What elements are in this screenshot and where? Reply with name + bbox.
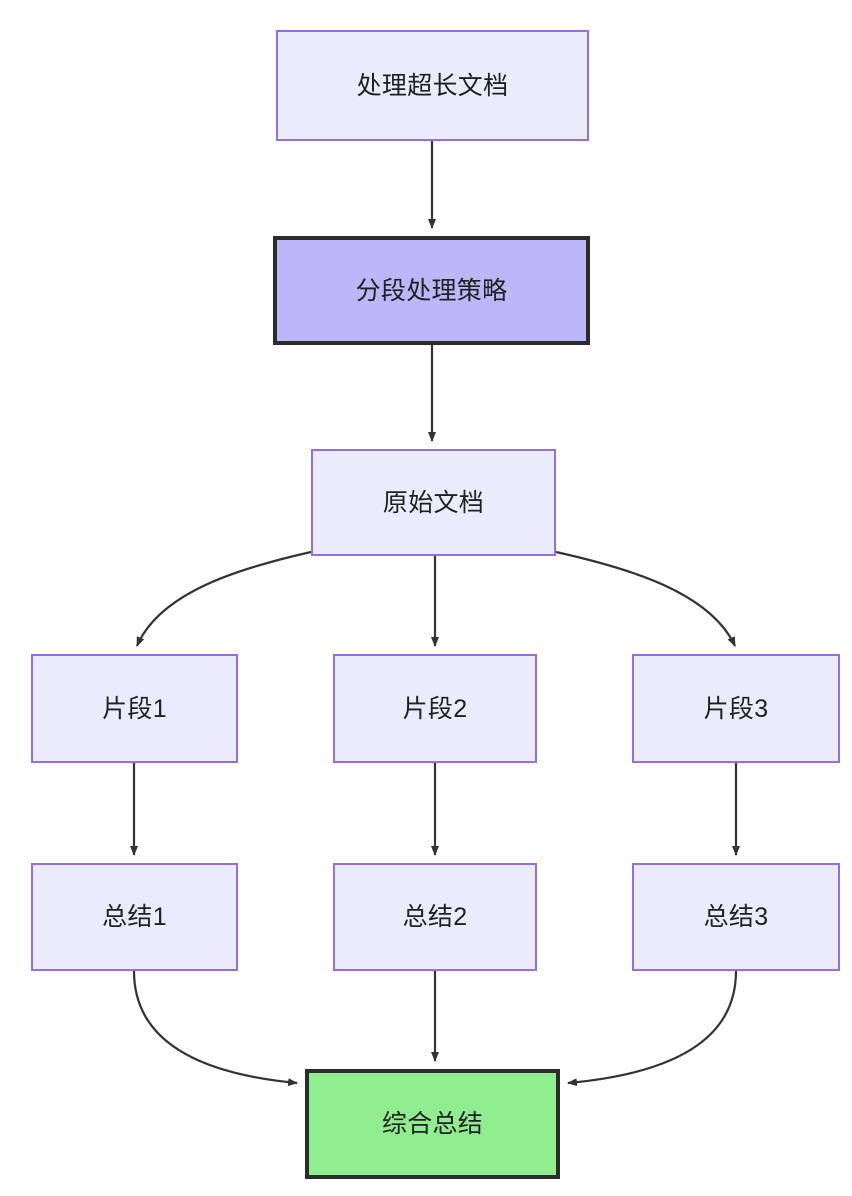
node-label: 总结3 bbox=[703, 903, 769, 931]
node-label: 原始文档 bbox=[382, 488, 485, 517]
node-summary-1[interactable]: 总结1 bbox=[31, 863, 238, 971]
node-long-document[interactable]: 处理超长文档 bbox=[276, 30, 589, 141]
node-label: 处理超长文档 bbox=[356, 71, 509, 100]
node-chunk-1[interactable]: 片段1 bbox=[31, 654, 238, 763]
node-label: 总结1 bbox=[102, 903, 167, 931]
node-label: 片段3 bbox=[703, 694, 769, 723]
node-label: 总结2 bbox=[402, 903, 468, 931]
edge-sum1-to-final bbox=[132, 970, 298, 1087]
edge-source-to-chunk3 bbox=[555, 550, 736, 647]
node-label: 片段1 bbox=[102, 694, 167, 723]
node-summary-2[interactable]: 总结2 bbox=[333, 863, 537, 971]
node-summary-3[interactable]: 总结3 bbox=[632, 863, 840, 971]
edge-source-to-chunk1 bbox=[135, 550, 312, 647]
node-final-summary[interactable]: 综合总结 bbox=[305, 1069, 560, 1179]
node-source-document[interactable]: 原始文档 bbox=[311, 449, 556, 556]
node-label: 综合总结 bbox=[381, 1110, 484, 1138]
node-chunk-2[interactable]: 片段2 bbox=[333, 654, 537, 763]
edge-sum3-to-final bbox=[567, 970, 738, 1087]
node-label: 分段处理策略 bbox=[355, 276, 508, 305]
node-label: 片段2 bbox=[402, 694, 468, 723]
node-chunking-strategy[interactable]: 分段处理策略 bbox=[273, 236, 590, 345]
node-chunk-3[interactable]: 片段3 bbox=[632, 654, 840, 763]
